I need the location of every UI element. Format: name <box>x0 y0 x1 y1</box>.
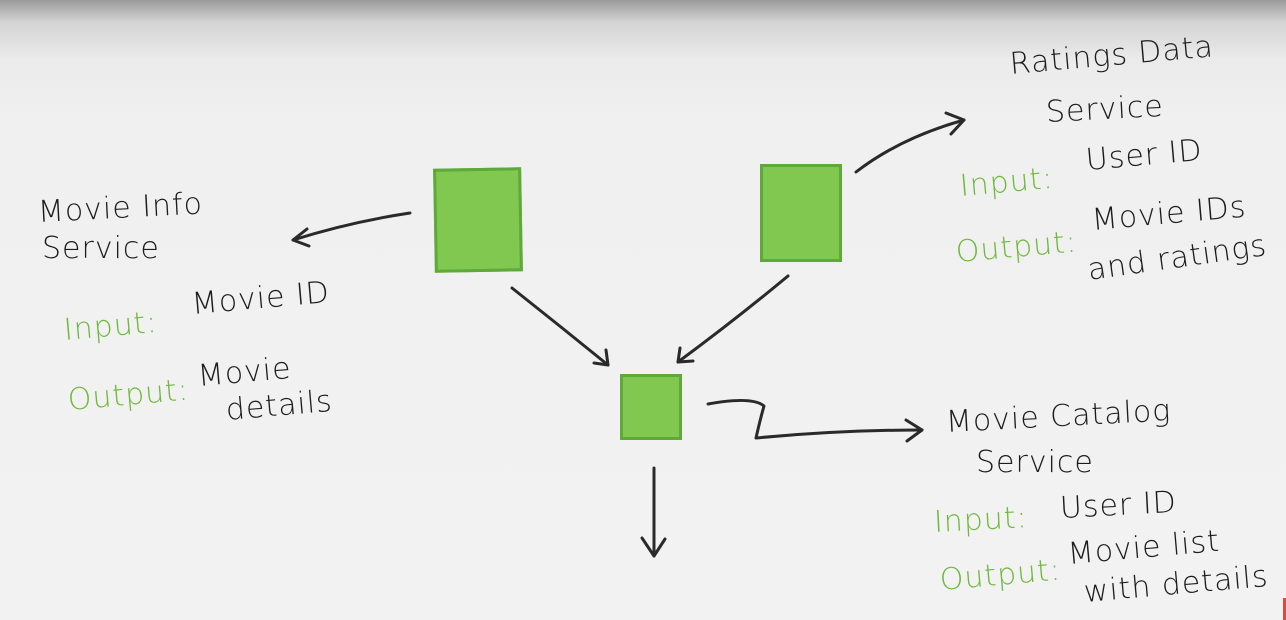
movie-info-output-line1: Movie <box>196 350 293 394</box>
ratings-data-input-label: Input: <box>958 160 1055 204</box>
movie-catalog-title-line2: Service <box>976 445 1094 480</box>
video-progress-edge <box>1283 598 1286 620</box>
arrow-box1-to-box3 <box>510 286 610 367</box>
arrow-to-movie-catalog <box>706 399 924 440</box>
movie-info-node <box>433 167 523 273</box>
ratings-data-title-line2: Service <box>1045 88 1165 130</box>
arrow-to-ratings-data <box>854 118 966 174</box>
movie-info-title-line1: Movie Info <box>37 186 204 230</box>
ratings-data-node <box>760 164 842 262</box>
movie-info-input-label: Input: <box>62 304 159 348</box>
movie-catalog-input-value: User ID <box>1059 484 1178 526</box>
movie-catalog-input-label: Input: <box>933 500 1029 540</box>
movie-info-output-line2: details <box>224 383 335 428</box>
movie-info-title-line2: Service <box>42 231 160 266</box>
arrow-box2-to-box3 <box>676 274 790 364</box>
arrow-to-movie-info <box>291 211 412 242</box>
movie-catalog-node <box>620 374 682 440</box>
